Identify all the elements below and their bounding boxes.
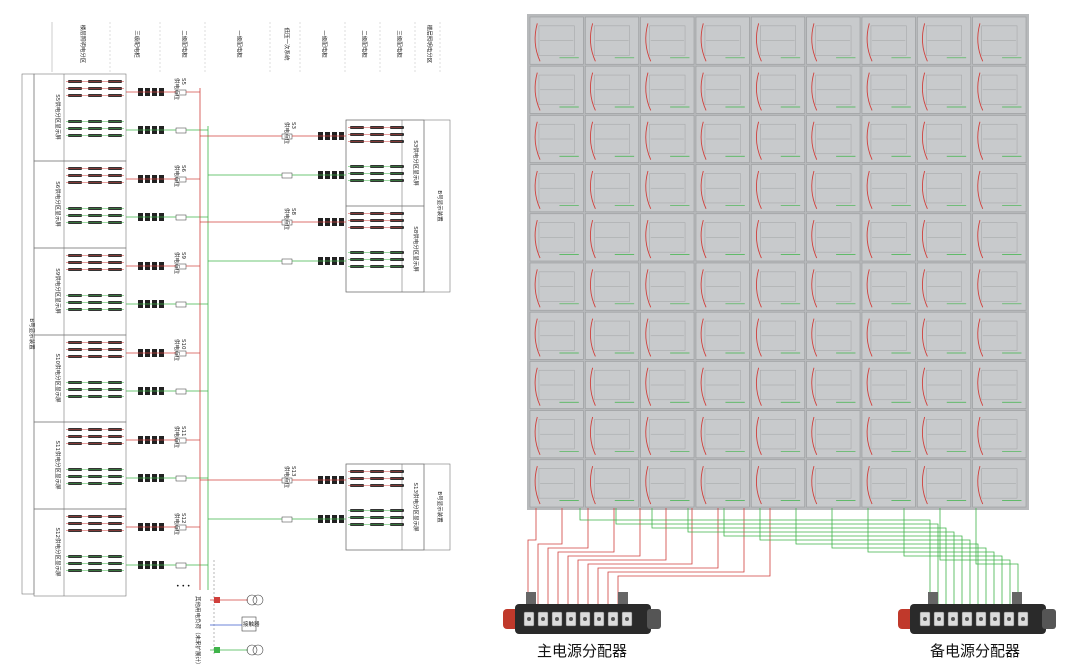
header-col-label: 一级配电柜	[236, 30, 244, 58]
main-power-distributor	[503, 592, 661, 634]
supply-point-label: 供电点位	[173, 78, 181, 101]
supply-point-id: S13	[290, 466, 296, 477]
other-load-note: 其他用电负荷（未来扩展计）	[194, 596, 202, 668]
supply-point-label: 供电点位	[173, 339, 181, 362]
led-module-grid	[529, 16, 1027, 508]
header-col-label: 一级配电柜	[321, 30, 329, 58]
header-col-label: 楼层照明电分区	[79, 25, 87, 64]
supply-point-label: 供电点位	[173, 252, 181, 275]
header-col-label: 二级配电柜	[361, 30, 369, 58]
zone-label: S13供电分区显示屏	[412, 483, 420, 532]
supply-point-label: 供电点位	[173, 426, 181, 449]
backup-power-distributor	[898, 592, 1056, 634]
supply-point-id: S5	[180, 78, 186, 85]
header-col-label: 三级配电柜	[133, 30, 141, 58]
backup-distributor-label: 备电源分配器	[930, 642, 1020, 660]
supply-point-label: 供电点位	[283, 208, 291, 231]
supply-point-id: S3	[290, 122, 296, 129]
supply-point-label: 供电点位	[173, 513, 181, 536]
right-top-group-label: B号显示装置	[436, 190, 444, 222]
right-bottom-group-frame	[345, 463, 451, 551]
zone-label: S5供电分区显示屏	[54, 94, 62, 140]
zone-label: S11供电分区显示屏	[54, 441, 62, 490]
supply-point-id: S10	[180, 339, 186, 350]
header-col-label: 楼层照明电分区	[426, 25, 434, 64]
left-power-schematic: 楼层照明电分区 三级配电柜 二级配电柜 一级配电柜 低压一次系统 一级配电柜 二级配电柜 三级…	[21, 22, 451, 668]
extra-loads: 接触器	[210, 594, 264, 656]
led-wall-wiring: 主电源分配器 备电源分配器	[503, 14, 1056, 660]
zone-label: S6供电分区显示屏	[54, 181, 62, 227]
supply-point-id: S9	[180, 252, 186, 259]
header-col-label: 二级配电柜	[181, 30, 189, 58]
bus-wiring	[186, 88, 282, 655]
ellipsis: • • •	[176, 583, 190, 590]
supply-point-label: 供电点位	[173, 165, 181, 188]
header-col-label: 三级配电柜	[396, 30, 404, 58]
supply-point-label: 供电点位	[283, 122, 291, 145]
header-columns: 楼层照明电分区 三级配电柜 二级配电柜 一级配电柜 低压一次系统 一级配电柜 二级配电柜 三级…	[51, 22, 441, 72]
left-group-label: B号显示装置	[28, 318, 36, 350]
zone-label: S10供电分区显示屏	[54, 354, 62, 403]
zone-label: S8供电分区显示屏	[412, 226, 420, 272]
led-cables	[527, 508, 1019, 604]
right-bottom-group-label: B号显示装置	[436, 491, 444, 523]
supply-point-id: S12	[180, 513, 186, 524]
supply-point-label: 供电点位	[283, 466, 291, 489]
header-col-label: 低压一次系统	[283, 27, 291, 61]
supply-point-id: S8	[290, 208, 296, 215]
zone-label: S3供电分区显示屏	[412, 140, 420, 186]
switch-label: 接触器	[243, 620, 260, 628]
left-zone-blocks: S5供电分区显示屏S5供电点位S6供电分区显示屏S6供电点位S9供电分区显示屏S…	[33, 73, 187, 597]
supply-point-id: S11	[180, 426, 186, 437]
main-distributor-label: 主电源分配器	[537, 642, 627, 660]
zone-frame	[33, 508, 127, 597]
supply-point-id: S6	[180, 165, 186, 172]
zone-label: S12供电分区显示屏	[54, 528, 62, 577]
zone-label: S9供电分区显示屏	[54, 268, 62, 314]
